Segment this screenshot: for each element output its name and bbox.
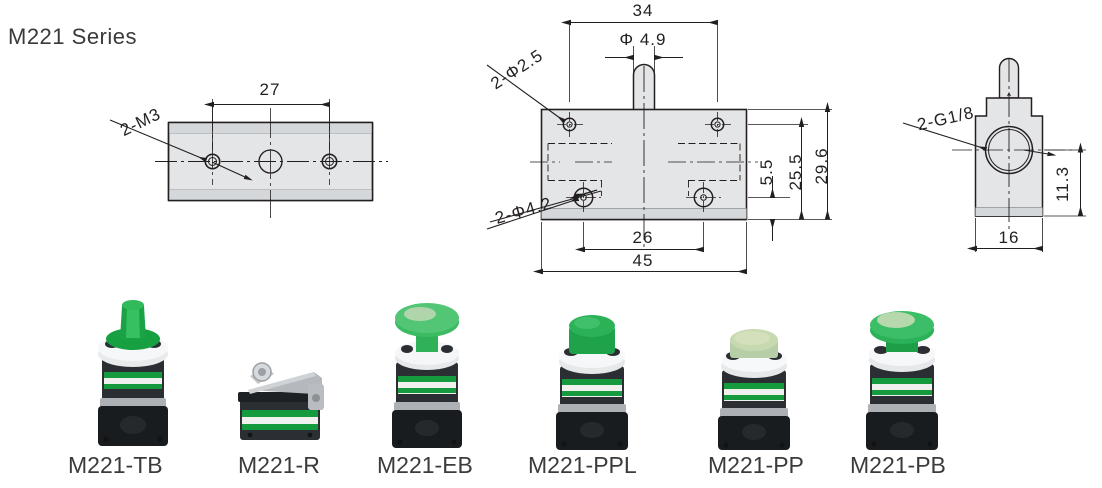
right-view-geometry — [902, 57, 1086, 252]
product-label-m221-r: M221-R — [238, 452, 320, 478]
product-image-m221-pp — [718, 329, 790, 450]
product-photo-row — [0, 288, 1102, 452]
callout-2-m3: 2-M3 — [117, 104, 164, 140]
dim-left-27: 27 — [260, 80, 281, 99]
dim-center-34: 34 — [633, 1, 654, 20]
dim-center-26: 26 — [633, 228, 654, 247]
product-label-m221-pb: M221-PB — [850, 452, 946, 478]
center-view-geometry — [486, 19, 832, 275]
dim-port-height-11-3: 11.3 — [1053, 166, 1072, 202]
product-image-m221-r — [238, 362, 324, 440]
product-label-m221-eb: M221-EB — [377, 452, 473, 478]
dim-stem-diameter: Φ 4.9 — [620, 30, 667, 49]
product-label-m221-pp: M221-PP — [708, 452, 804, 478]
product-image-m221-eb — [392, 303, 462, 448]
page-title: M221 Series — [8, 24, 138, 49]
product-image-m221-ppl — [556, 315, 628, 450]
product-label-m221-ppl: M221-PPL — [528, 452, 637, 478]
product-label-row: M221-TB M221-R M221-EB M221-PPL M221-PP … — [0, 452, 1102, 488]
dim-height-29-6: 29.6 — [812, 147, 831, 184]
callout-2-phi-2-5: 2-Φ2.5 — [487, 46, 546, 94]
product-label-m221-tb: M221-TB — [68, 452, 163, 478]
left-view-geometry — [109, 99, 388, 218]
callout-2-phi-4-2: 2-Φ4.2 — [493, 194, 554, 228]
dim-height-5-5: 5.5 — [757, 159, 776, 186]
dim-height-25-5: 25.5 — [786, 153, 805, 190]
product-image-m221-pb — [866, 311, 938, 450]
product-image-m221-tb — [98, 300, 168, 446]
dim-center-45: 45 — [633, 251, 654, 270]
dim-side-width-16: 16 — [999, 228, 1020, 247]
callout-2-g1-8: 2-G1/8 — [915, 103, 976, 135]
